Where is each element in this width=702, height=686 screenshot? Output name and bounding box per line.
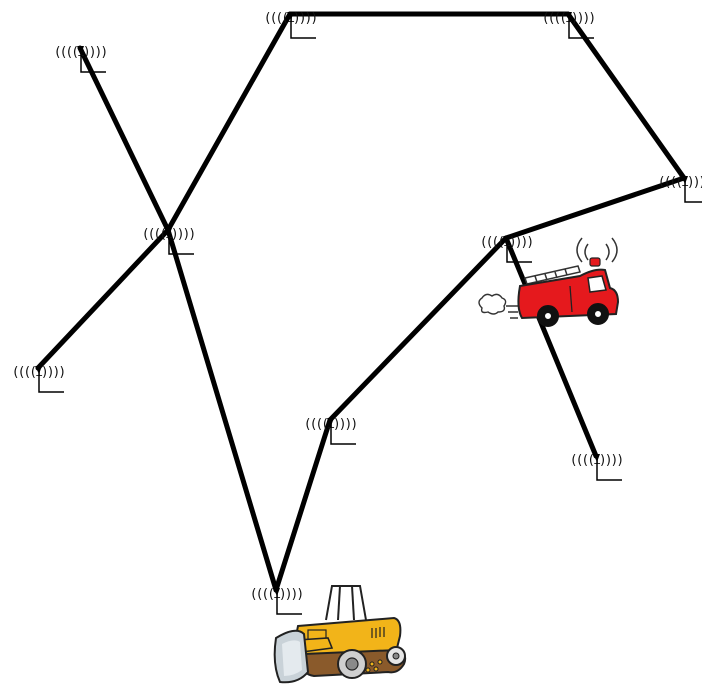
edge-n-fire-truck-n-middle <box>330 238 506 420</box>
node-signal-label: ((((ı)))) <box>658 175 702 190</box>
edge-n-hub-n-far-left <box>80 48 168 230</box>
edge-n-hub-n-left <box>38 230 168 368</box>
antenna-node-icon: ((((ı)))) <box>658 175 702 202</box>
fire-truck-icon <box>479 238 618 326</box>
antenna-node-icon: ((((ı)))) <box>570 453 623 480</box>
antenna-node-icon: ((((ı)))) <box>12 365 65 392</box>
antenna-node-icon: ((((ı)))) <box>304 417 357 444</box>
edge-n-middle-n-bulldozer <box>276 420 330 590</box>
antenna-node-icon: ((((ı)))) <box>264 11 317 38</box>
antenna-node-icon: ((((ı)))) <box>250 587 303 614</box>
edge-n-hub-n-top-left <box>168 14 290 230</box>
edge-n-bulldozer-n-hub <box>168 230 276 590</box>
antenna-node-icon: ((((ı)))) <box>54 45 107 72</box>
antenna-node-icon: ((((ı)))) <box>542 11 595 38</box>
edge-n-fire-truck-n-lower-right <box>506 238 596 456</box>
